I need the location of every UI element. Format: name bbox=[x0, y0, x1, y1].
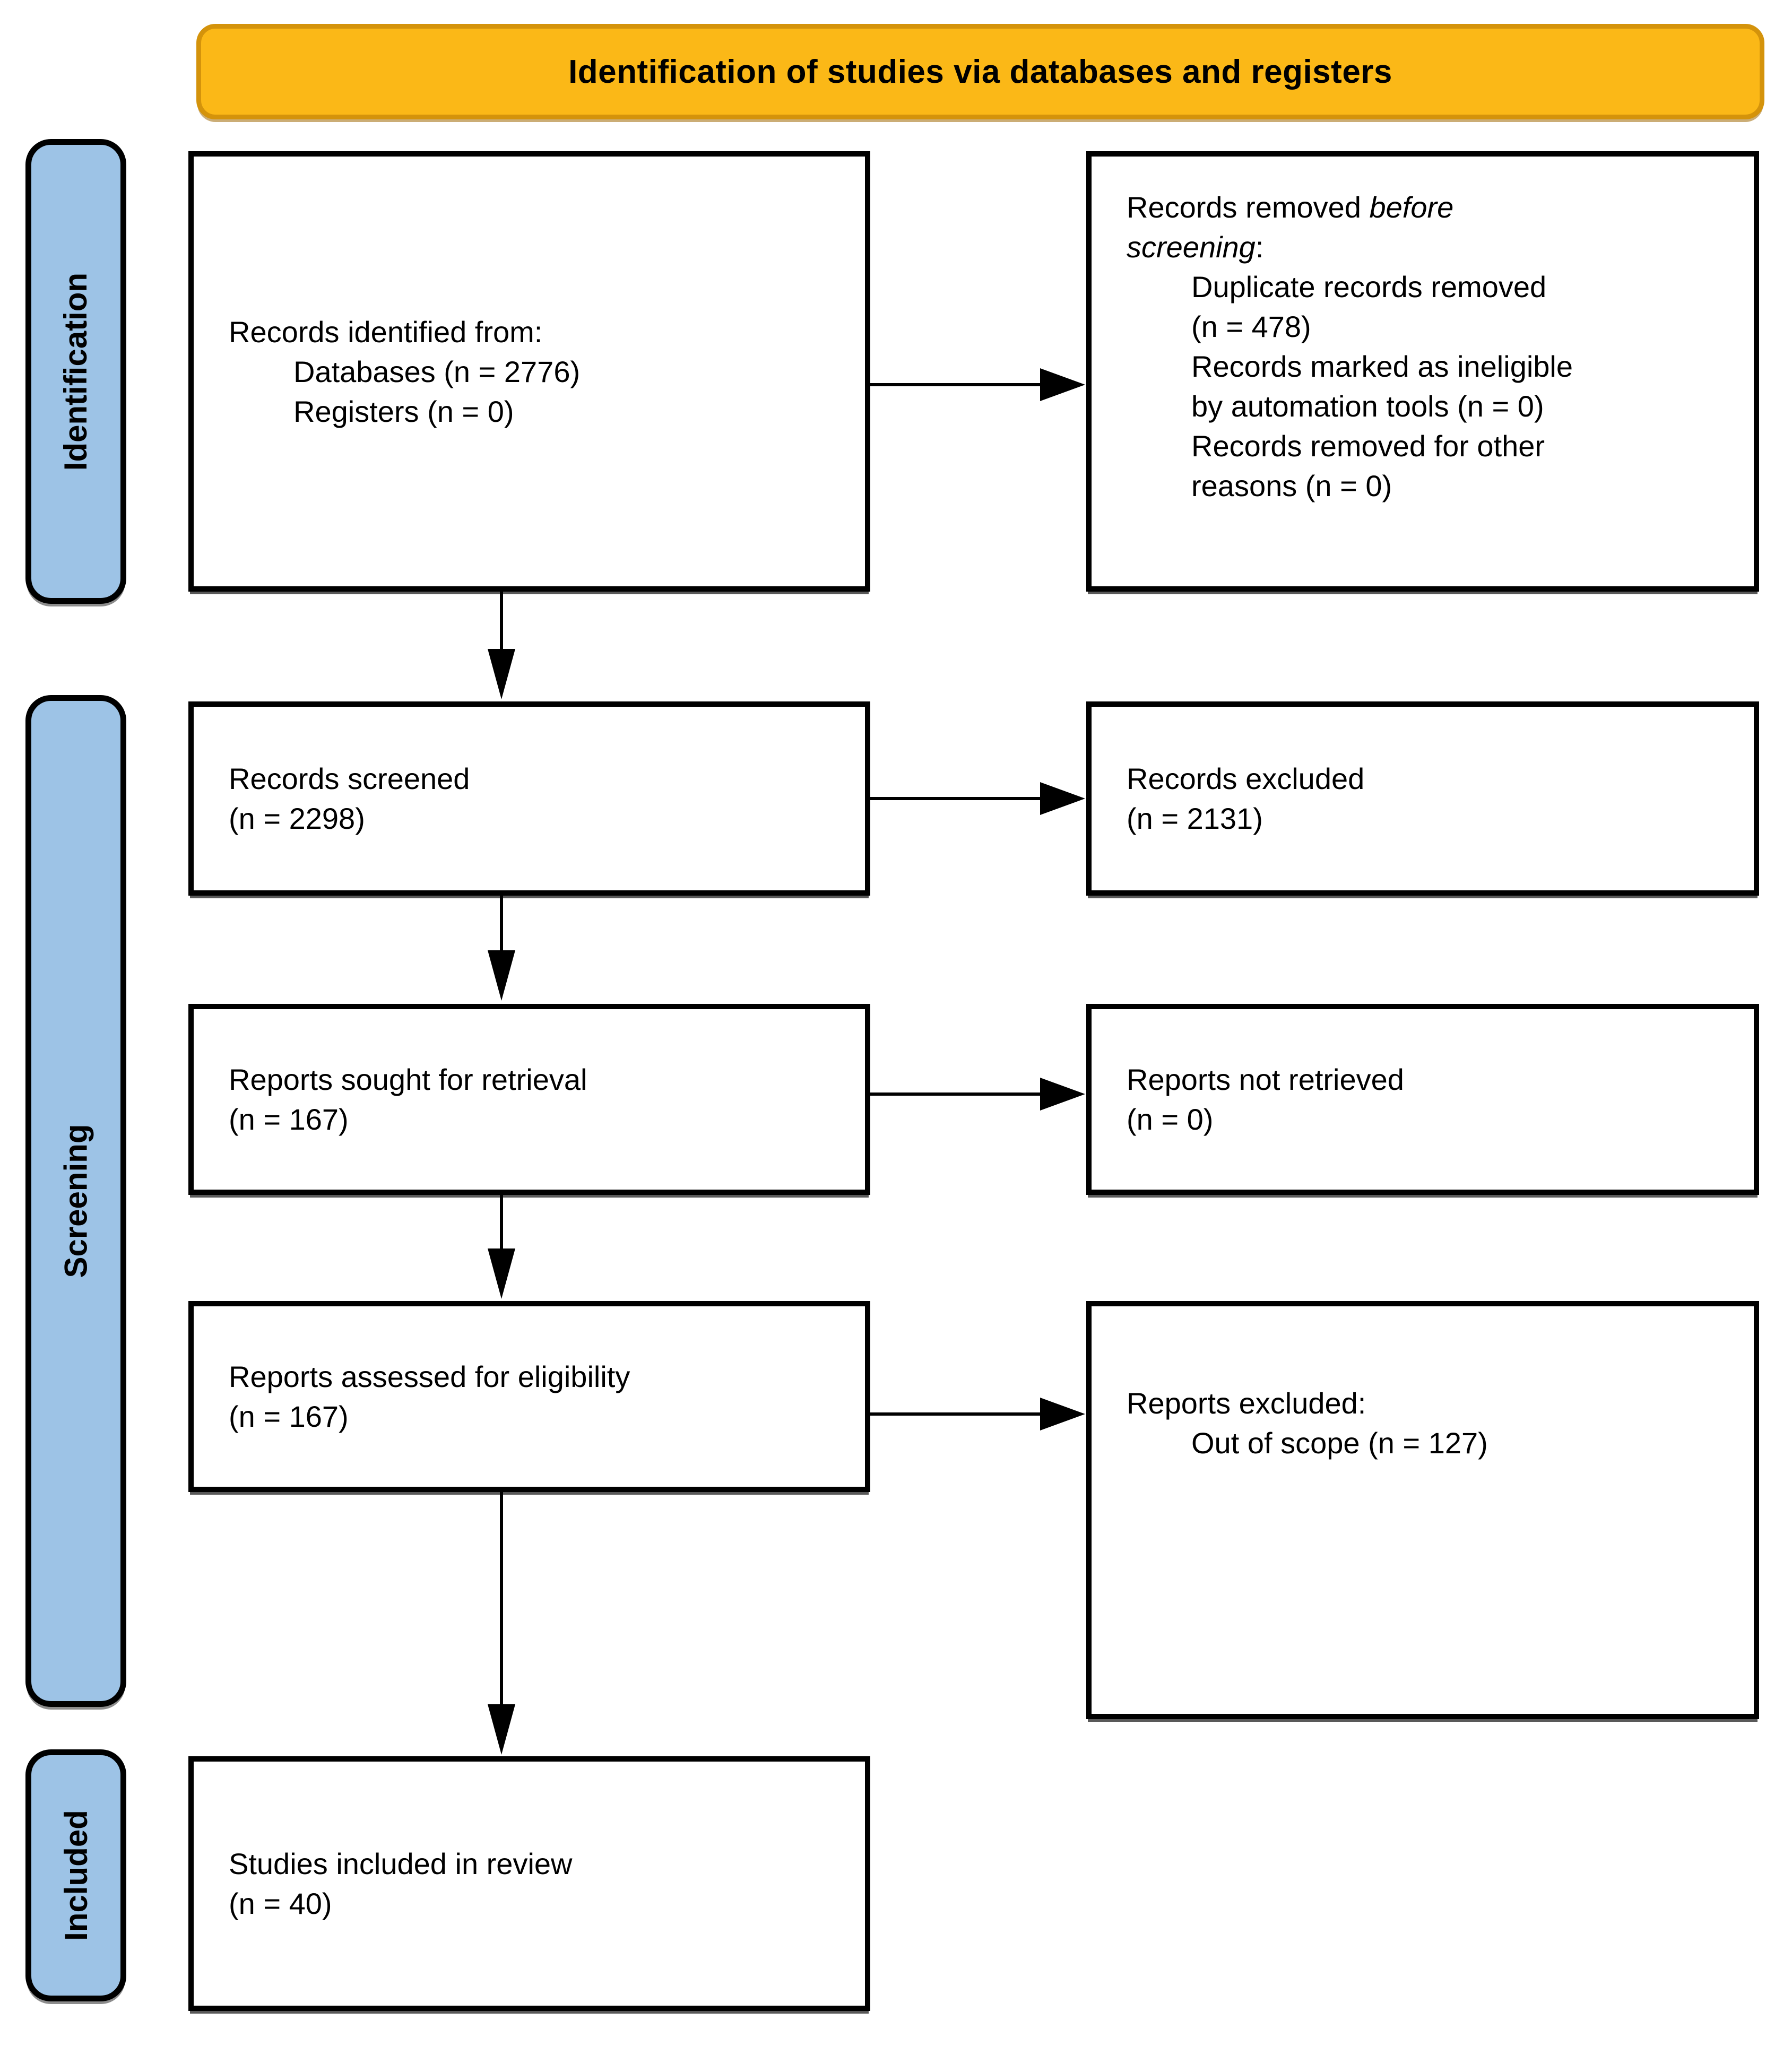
box-line: Records removed for other bbox=[1191, 429, 1545, 463]
box-line: Records removed before bbox=[1127, 187, 1733, 227]
box-line: (n = 2131) bbox=[1127, 802, 1263, 835]
arrow-stem bbox=[500, 896, 503, 951]
arrow-head bbox=[1040, 782, 1085, 815]
box-line: Records excluded bbox=[1127, 762, 1365, 795]
arrow-stem bbox=[500, 592, 503, 650]
box-reports-excluded: Reports excluded: Out of scope (n = 127) bbox=[1086, 1301, 1759, 1719]
box-line-text: Records removed bbox=[1127, 190, 1370, 224]
arrow-head bbox=[1040, 1398, 1085, 1430]
box-line: Records identified from: bbox=[229, 315, 543, 349]
arrow-head bbox=[488, 649, 515, 699]
box-line-text: : bbox=[1255, 230, 1264, 264]
box-studies-included: Studies included in review (n = 40) bbox=[188, 1756, 870, 2011]
box-records-identified: Records identified from: Databases (n = … bbox=[188, 151, 870, 592]
box-line: (n = 2298) bbox=[229, 802, 365, 835]
arrow-stem bbox=[870, 1412, 1040, 1416]
arrow-head bbox=[488, 1248, 515, 1299]
arrow-stem bbox=[500, 1492, 503, 1705]
box-records-excluded: Records excluded (n = 2131) bbox=[1086, 701, 1759, 896]
box-line-text-italic: screening bbox=[1127, 230, 1256, 264]
stage-tab-screening: Screening bbox=[25, 695, 126, 1707]
box-line: reasons (n = 0) bbox=[1191, 469, 1392, 502]
diagram-title: Identification of studies via databases … bbox=[568, 53, 1392, 90]
stage-tab-identification: Identification bbox=[25, 139, 126, 604]
box-line: (n = 167) bbox=[229, 1103, 349, 1136]
stage-tab-included: Included bbox=[25, 1749, 126, 2001]
box-line: screening: bbox=[1127, 227, 1733, 267]
arrow-head bbox=[488, 1704, 515, 1755]
box-line: Reports assessed for eligibility bbox=[229, 1360, 630, 1393]
arrow-head bbox=[1040, 1078, 1085, 1111]
box-line: Records screened bbox=[229, 762, 470, 795]
box-reports-assessed: Reports assessed for eligibility (n = 16… bbox=[188, 1301, 870, 1492]
arrow-head bbox=[1040, 368, 1085, 401]
arrow-head bbox=[488, 950, 515, 1001]
stage-label: Identification bbox=[58, 272, 94, 471]
arrow-stem bbox=[870, 383, 1040, 386]
box-line: Out of scope (n = 127) bbox=[1191, 1426, 1488, 1460]
box-line: Reports excluded: bbox=[1127, 1386, 1366, 1420]
arrow-stem bbox=[870, 797, 1040, 800]
title-banner: Identification of studies via databases … bbox=[196, 24, 1764, 119]
box-line: Duplicate records removed bbox=[1191, 270, 1547, 304]
box-reports-sought: Reports sought for retrieval (n = 167) bbox=[188, 1004, 870, 1195]
stage-label: Screening bbox=[58, 1124, 94, 1278]
box-line-text-italic: before bbox=[1369, 190, 1454, 224]
box-line: (n = 478) bbox=[1191, 310, 1311, 343]
arrow-stem bbox=[870, 1092, 1040, 1096]
stage-label: Included bbox=[58, 1810, 94, 1941]
box-records-removed-before-screening: Records removed before screening: Duplic… bbox=[1086, 151, 1759, 592]
box-reports-not-retrieved: Reports not retrieved (n = 0) bbox=[1086, 1004, 1759, 1195]
box-line: by automation tools (n = 0) bbox=[1191, 389, 1544, 423]
box-records-screened: Records screened (n = 2298) bbox=[188, 701, 870, 896]
box-line: Reports not retrieved bbox=[1127, 1063, 1404, 1096]
box-line: Registers (n = 0) bbox=[293, 394, 514, 428]
box-line: (n = 0) bbox=[1127, 1103, 1214, 1136]
box-line: (n = 40) bbox=[229, 1887, 332, 1920]
arrow-stem bbox=[500, 1195, 503, 1250]
box-line: (n = 167) bbox=[229, 1400, 349, 1433]
box-line: Records marked as ineligible bbox=[1191, 350, 1573, 383]
box-line: Reports sought for retrieval bbox=[229, 1063, 587, 1096]
box-line: Studies included in review bbox=[229, 1847, 573, 1880]
box-line: Databases (n = 2776) bbox=[293, 354, 581, 388]
